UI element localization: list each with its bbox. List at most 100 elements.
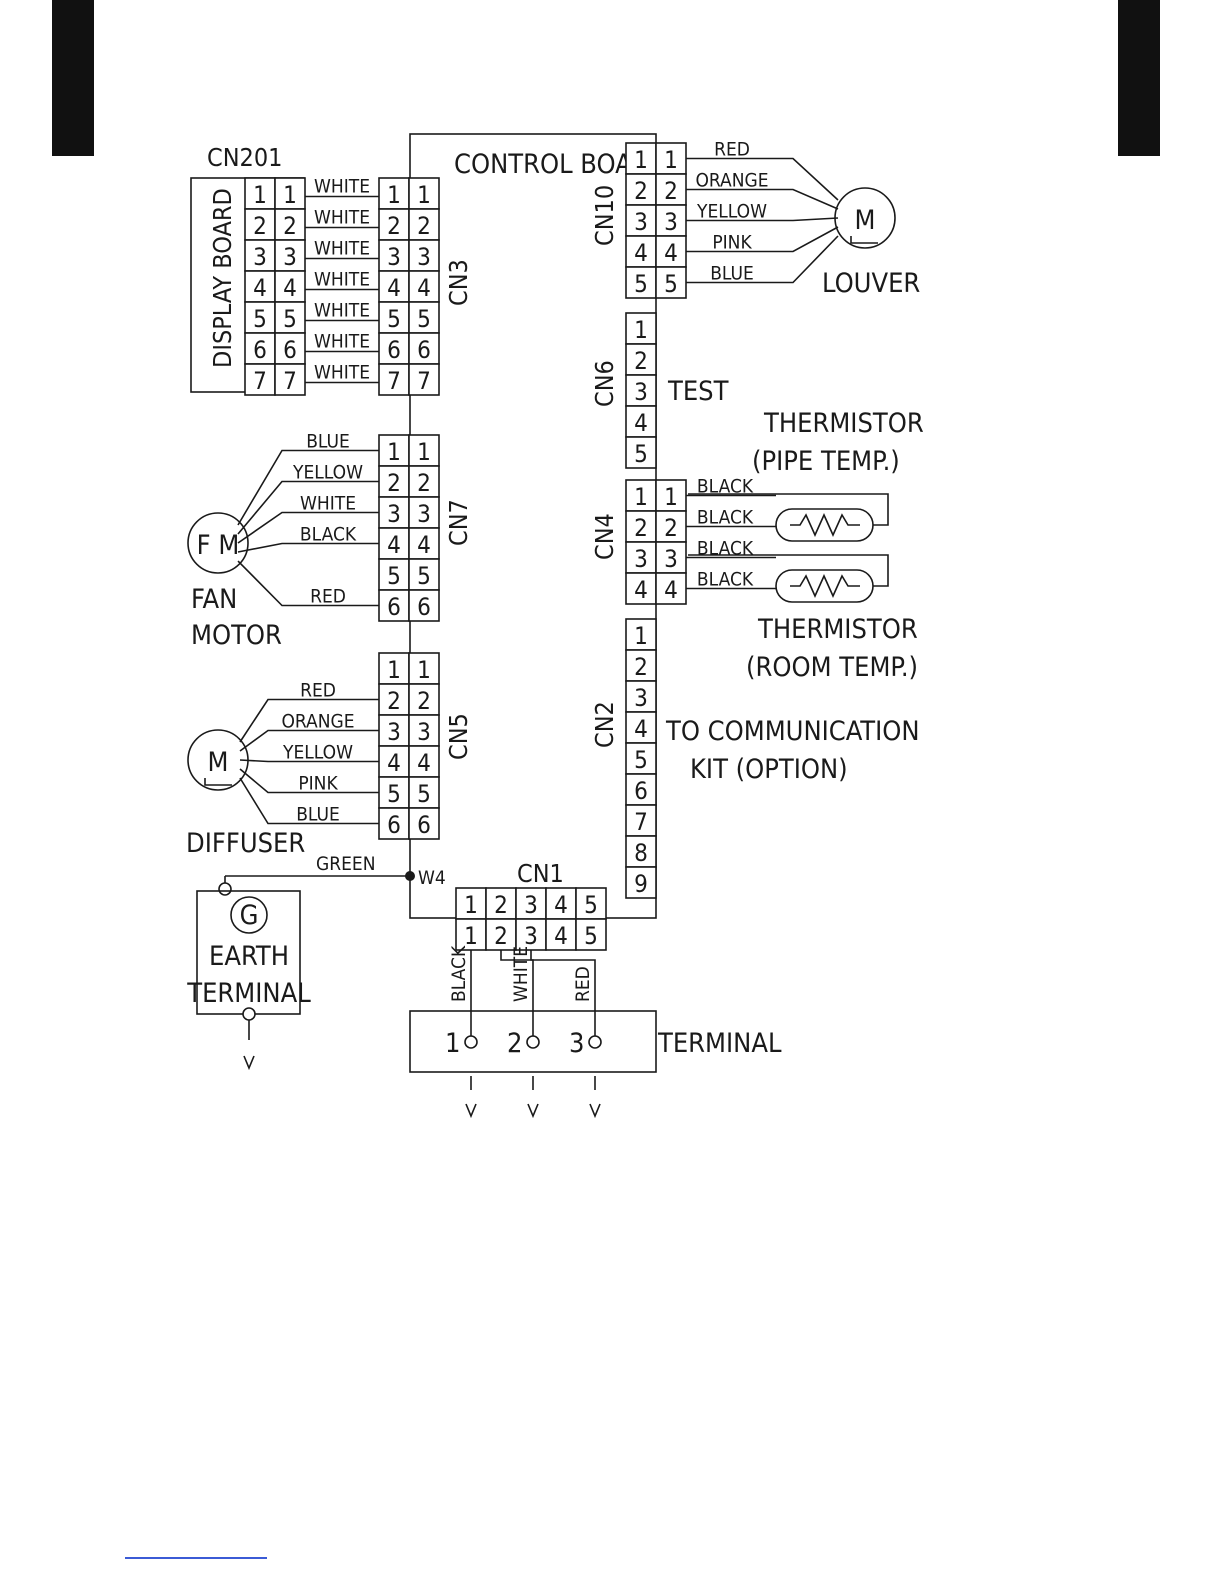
cn7-pin-label: 4	[387, 531, 401, 559]
cn10-pin-label: 2	[634, 177, 648, 205]
cn6-pin-cell	[625, 343, 657, 376]
cn4-label: CN4	[590, 513, 619, 560]
cn5-wire-line	[239, 777, 379, 825]
cn201-pin-cell	[244, 363, 276, 396]
green-wire-line	[224, 875, 410, 884]
cn1-wire-label: BLACK	[448, 945, 470, 1002]
cn2-pin-cell	[625, 866, 657, 899]
cn2-pin-label: 8	[634, 839, 648, 867]
cn1-pin-label: 1	[464, 922, 478, 950]
cn7-wire-label: RED	[310, 586, 346, 608]
thermistor-room	[775, 569, 874, 603]
cn2-pin-label: 4	[634, 715, 648, 743]
cn2-pin-label: 2	[634, 653, 648, 681]
cn7-pin-label: 3	[387, 500, 401, 528]
thermistor-room-wire	[688, 554, 889, 587]
cn10-pin-cell	[625, 204, 657, 237]
cn7-wire-line	[237, 542, 379, 553]
cn5-pin-cell	[408, 776, 440, 809]
cn2-pin-label: 7	[634, 808, 648, 836]
cn5-pin-label: 5	[417, 780, 431, 808]
thermistor-room-label-2: (ROOM TEMP.)	[746, 652, 918, 683]
cn3-pin-label: 6	[417, 336, 431, 364]
cn5-pin-cell	[378, 807, 410, 840]
cn10-pin-label: 1	[664, 146, 678, 174]
earth-bottom-node	[242, 1007, 256, 1021]
cn1-pin-label: 3	[524, 891, 538, 919]
cn201-pin-label: 1	[283, 181, 297, 209]
cn6-pin-cell	[625, 374, 657, 407]
cn6-pin-label: 3	[634, 378, 648, 406]
cn5-pin-label: 1	[417, 656, 431, 684]
cn1-wire-line	[530, 950, 596, 1036]
cn3-pin-label: 6	[387, 336, 401, 364]
cn10-wire-line	[686, 226, 839, 253]
cn201-pin-cell	[274, 177, 306, 210]
cn7-wire-line	[237, 560, 379, 607]
cn7-wire-line	[237, 480, 379, 535]
cn3-pin-cell	[408, 177, 440, 210]
cn7-pin-label: 5	[387, 562, 401, 590]
cn4-pin-label: 2	[664, 514, 678, 542]
cn5-pin-label: 1	[387, 656, 401, 684]
cn201-pin-cell	[274, 301, 306, 334]
cn1-pin-cell	[515, 918, 547, 951]
cn4-wire-label: BLACK	[697, 507, 754, 529]
cn5-wire-line	[239, 759, 379, 763]
cn10-wire-label: RED	[714, 139, 750, 161]
terminal-screw	[464, 1035, 478, 1049]
cn2-label: CN2	[590, 701, 619, 748]
thermistor-pipe-label-2: (PIPE TEMP.)	[752, 446, 900, 477]
cn1-pin-cell	[455, 918, 487, 951]
cn1-pin-cell	[485, 887, 517, 920]
cn3-pin-label: 3	[417, 243, 431, 271]
cn201-pin-cell	[244, 208, 276, 241]
cn5-wire-line	[239, 698, 379, 743]
cn201-pin-label: 3	[253, 243, 267, 271]
cn4-pin-label: 3	[634, 545, 648, 573]
cn3-pin-label: 2	[387, 212, 401, 240]
cn5-wire-label: RED	[300, 680, 336, 702]
cn2-pin-cell	[625, 618, 657, 651]
cn7-pin-cell	[408, 558, 440, 591]
cn10-wire-label: BLUE	[710, 263, 754, 285]
cn3-pin-cell	[408, 208, 440, 241]
cn10-wire-line	[686, 217, 839, 222]
cn201-pin-cell	[274, 332, 306, 365]
cn201-pin-label: 1	[253, 181, 267, 209]
cn201-pin-label: 6	[283, 336, 297, 364]
earth-ground-line	[243, 1020, 255, 1071]
cn4-pin-label: 2	[634, 514, 648, 542]
cn4-pin-cell	[625, 479, 657, 512]
cn201-pin-label: 2	[283, 212, 297, 240]
cn5-pin-label: 2	[387, 687, 401, 715]
cn3-pin-label: 5	[417, 305, 431, 333]
terminal-ground-arrow	[465, 1076, 477, 1119]
green-wire-label: GREEN	[316, 853, 376, 875]
fan-label-2: MOTOR	[191, 620, 282, 651]
cn3-wire-label: WHITE	[314, 176, 370, 198]
comm-kit-label-1: TO COMMUNICATION	[665, 716, 920, 747]
cn201-pin-label: 7	[283, 367, 297, 395]
cn7-pin-label: 2	[387, 469, 401, 497]
cn3-pin-label: 4	[387, 274, 401, 302]
cn3-pin-label: 5	[387, 305, 401, 333]
earth-g-symbol: G	[240, 900, 259, 931]
cn201-pin-label: 4	[283, 274, 297, 302]
cn4-pin-label: 3	[664, 545, 678, 573]
page-tab-left	[52, 0, 94, 156]
cn10-wire-label: ORANGE	[695, 170, 768, 192]
cn3-pin-label: 7	[387, 367, 401, 395]
cn7-wire-label: WHITE	[300, 493, 356, 515]
cn1-pin-label: 5	[584, 891, 598, 919]
cn4-pin-cell	[625, 572, 657, 605]
cn10-pin-cell	[625, 266, 657, 299]
cn10-label: CN10	[590, 185, 619, 246]
display-board-label: DISPLAY BOARD	[208, 188, 237, 368]
cn5-pin-cell	[378, 745, 410, 778]
cn1-pin-label: 2	[494, 922, 508, 950]
cn201-pin-label: 6	[253, 336, 267, 364]
cn201-pin-label: 2	[253, 212, 267, 240]
cn7-pin-label: 2	[417, 469, 431, 497]
cn2-pin-cell	[625, 649, 657, 682]
